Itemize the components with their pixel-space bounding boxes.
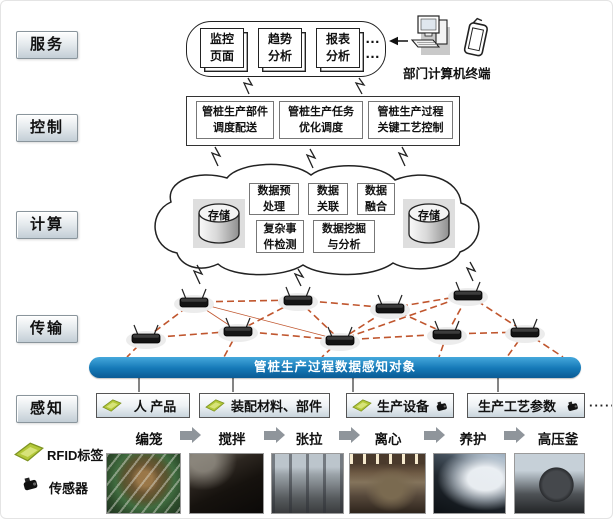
process-step-cage: 编笼 [135, 432, 163, 447]
func-label-line1: 管桩生产部件 [202, 106, 268, 118]
perception-label: 人 产品 [133, 399, 177, 414]
rfid-tag-icon [205, 399, 225, 412]
computing-func-association: 数据 关联 [308, 183, 348, 215]
app-label-line1: 监控 [209, 32, 234, 46]
control-func-process-control: 管桩生产过程 关键工艺控制 [368, 101, 453, 139]
mesh-links-thin [193, 301, 341, 341]
photo-tension [271, 453, 344, 514]
photo-mixing [189, 453, 264, 514]
sensor-icon [436, 401, 447, 411]
perception-box-people-product: 人 产品 [96, 393, 190, 418]
legend-sensor-icon [23, 477, 38, 491]
process-arrow-icon [424, 427, 445, 443]
computer-icon [410, 15, 450, 55]
func-label-line2: 关键工艺控制 [377, 122, 444, 134]
computing-func-preprocess: 数据预 处理 [249, 183, 299, 215]
terminal-label: 部门计算机终端 [403, 67, 491, 81]
func-label-line2: 优化调度 [299, 122, 343, 134]
rfid-tag-icon [102, 399, 122, 412]
legend-rfid-icon [14, 442, 44, 462]
photo-spinning [349, 453, 426, 514]
func-label-line1: 数据 [365, 185, 387, 197]
bar-to-box-connectors [138, 378, 499, 392]
photo-curing [433, 453, 506, 514]
sensor-icon [567, 401, 578, 411]
legend-rfid-label: RFID标签 [47, 448, 104, 463]
func-label-line2: 关联 [317, 201, 339, 213]
app-label-line1: 趋势 [267, 32, 292, 46]
handheld-icon [463, 17, 488, 57]
process-arrow-icon [264, 427, 285, 443]
func-label-line2: 与分析 [327, 238, 361, 251]
photo-autoclave [514, 453, 585, 514]
control-func-schedule: 管桩生产任务 优化调度 [279, 101, 363, 139]
photo-cage [106, 453, 181, 514]
func-label-line1: 数据预 [257, 185, 291, 197]
storage-left-label: 存储 [208, 210, 230, 222]
process-step-mixing: 搅拌 [218, 432, 246, 447]
service-ellipsis-2: … [365, 45, 380, 62]
perception-object-bar: 管桩生产过程数据感知对象 [89, 357, 581, 378]
func-label-line1: 数据 [317, 185, 339, 197]
process-arrow-icon [339, 427, 360, 443]
perception-box-parameters: 生产工艺参数 [467, 393, 585, 418]
lightning-connectors [192, 77, 477, 287]
perception-label: 生产工艺参数 [477, 399, 556, 414]
perception-box-materials: 装配材料、部件 [199, 393, 330, 418]
func-label-line1: 复杂事 [263, 222, 297, 235]
process-step-autoclave: 高压釜 [537, 432, 579, 447]
service-app-monitor: 监控 页面 [200, 28, 244, 68]
computing-func-mining: 数据挖掘 与分析 [313, 220, 375, 253]
func-label-line1: 数据挖掘 [322, 222, 366, 235]
layer-label-service: 服务 [16, 31, 78, 59]
storage-cylinder-right [403, 199, 455, 248]
legend-sensor-label: 传感器 [49, 481, 89, 496]
perception-label: 装配材料、部件 [230, 399, 322, 414]
router-icons [126, 281, 545, 351]
terminal-arrow [389, 36, 408, 46]
func-label-line1: 管桩生产任务 [288, 106, 354, 118]
func-label-line2: 件检测 [263, 238, 297, 251]
layer-label-perception: 感知 [16, 395, 78, 423]
process-step-tension: 张拉 [295, 432, 323, 447]
service-app-report: 报表 分析 [316, 28, 360, 68]
func-label-line1: 管桩生产过程 [377, 106, 444, 118]
app-label-line2: 页面 [209, 49, 234, 63]
storage-right-label: 存储 [418, 210, 440, 222]
layer-label-control: 控制 [16, 114, 78, 142]
service-ellipsis-1: … [365, 30, 380, 47]
layer-label-computing: 计算 [16, 211, 78, 239]
layer-label-transmission: 传输 [16, 315, 78, 343]
app-label-line2: 分析 [267, 49, 292, 63]
control-func-dispatch: 管桩生产部件 调度配送 [196, 101, 274, 139]
storage-cylinder-left [193, 199, 245, 248]
perception-label: 生产设备 [376, 399, 429, 414]
process-arrow-icon [180, 427, 201, 443]
service-app-trend: 趋势 分析 [258, 28, 302, 68]
perception-ellipsis: ····· [589, 398, 613, 413]
computing-func-fusion: 数据 融合 [357, 183, 395, 215]
func-label-line2: 处理 [263, 201, 285, 213]
process-arrow-icon [504, 427, 525, 443]
perception-box-equipment: 生产设备 [346, 393, 454, 418]
rfid-tag-icon [352, 399, 372, 412]
func-label-line2: 调度配送 [213, 122, 257, 134]
process-step-spinning: 离心 [374, 432, 402, 447]
app-label-line1: 报表 [325, 32, 350, 46]
func-label-line2: 融合 [365, 201, 387, 213]
computing-func-cep: 复杂事 件检测 [256, 220, 304, 253]
app-label-line2: 分析 [325, 49, 350, 63]
process-step-curing: 养护 [459, 432, 487, 447]
